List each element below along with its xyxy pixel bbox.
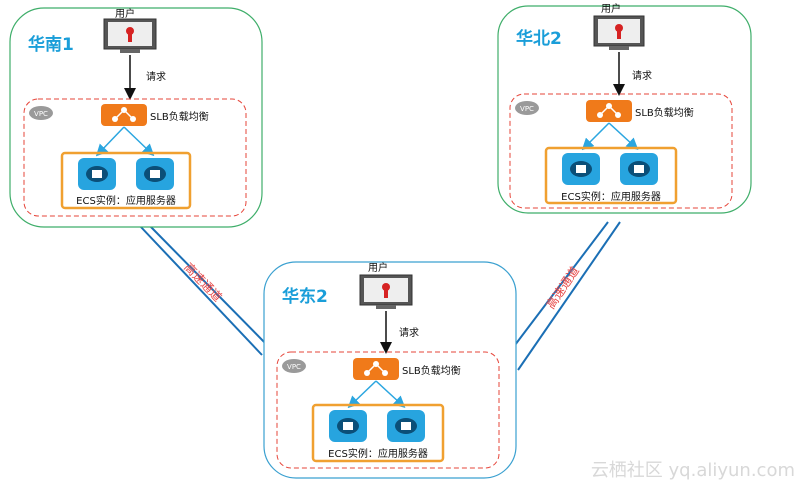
request-label: 请求 <box>399 326 419 339</box>
ecs-label: ECS实例：应用服务器 <box>561 190 661 203</box>
user-monitor-icon <box>593 15 645 50</box>
user-label: 用户 <box>368 261 388 274</box>
region-huabei2: 华北2 用户 请求 VPC SLB负载均衡 <box>497 2 752 214</box>
ecs-server-icon <box>136 158 174 190</box>
link-huanan-huadong: 高速通道 <box>139 225 273 356</box>
region-title: 华东2 <box>282 286 328 307</box>
ecs-server-icon <box>329 410 367 442</box>
user-label: 用户 <box>601 2 621 15</box>
vpc-cloud-icon: VPC <box>282 359 306 373</box>
ecs-server-icon <box>562 153 600 185</box>
vpc-cloud-icon: VPC <box>29 106 53 120</box>
user-monitor-icon <box>103 18 157 53</box>
user-label: 用户 <box>115 7 135 20</box>
slb-icon <box>353 358 399 380</box>
region-huanan1: 华南1 用户 请求 VPC SLB负载均衡 <box>9 7 263 228</box>
request-label: 请求 <box>146 70 166 83</box>
ecs-label: ECS实例：应用服务器 <box>328 447 428 460</box>
ecs-server-icon <box>620 153 658 185</box>
slb-icon <box>586 100 632 122</box>
slb-label: SLB负载均衡 <box>150 110 209 123</box>
vpc-cloud-icon: VPC <box>515 101 539 115</box>
ecs-label: ECS实例：应用服务器 <box>76 194 176 207</box>
link-huabei-huadong: 高速通道 <box>514 221 621 371</box>
vpc-label: VPC <box>520 105 534 113</box>
ecs-server-icon <box>387 410 425 442</box>
link-label-left: 高速通道 <box>181 259 225 304</box>
slb-icon <box>101 104 147 126</box>
region-title: 华北2 <box>516 28 562 49</box>
request-label: 请求 <box>632 69 652 82</box>
region-huadong2: 华东2 用户 请求 VPC SLB负载均衡 <box>263 261 517 479</box>
ecs-server-icon <box>78 158 116 190</box>
slb-label: SLB负载均衡 <box>635 106 694 119</box>
slb-label: SLB负载均衡 <box>402 364 461 377</box>
vpc-label: VPC <box>287 363 301 371</box>
user-monitor-icon <box>359 274 413 309</box>
vpc-label: VPC <box>34 110 48 118</box>
watermark: 云栖社区 yq.aliyun.com <box>591 460 795 481</box>
region-title: 华南1 <box>28 34 74 55</box>
